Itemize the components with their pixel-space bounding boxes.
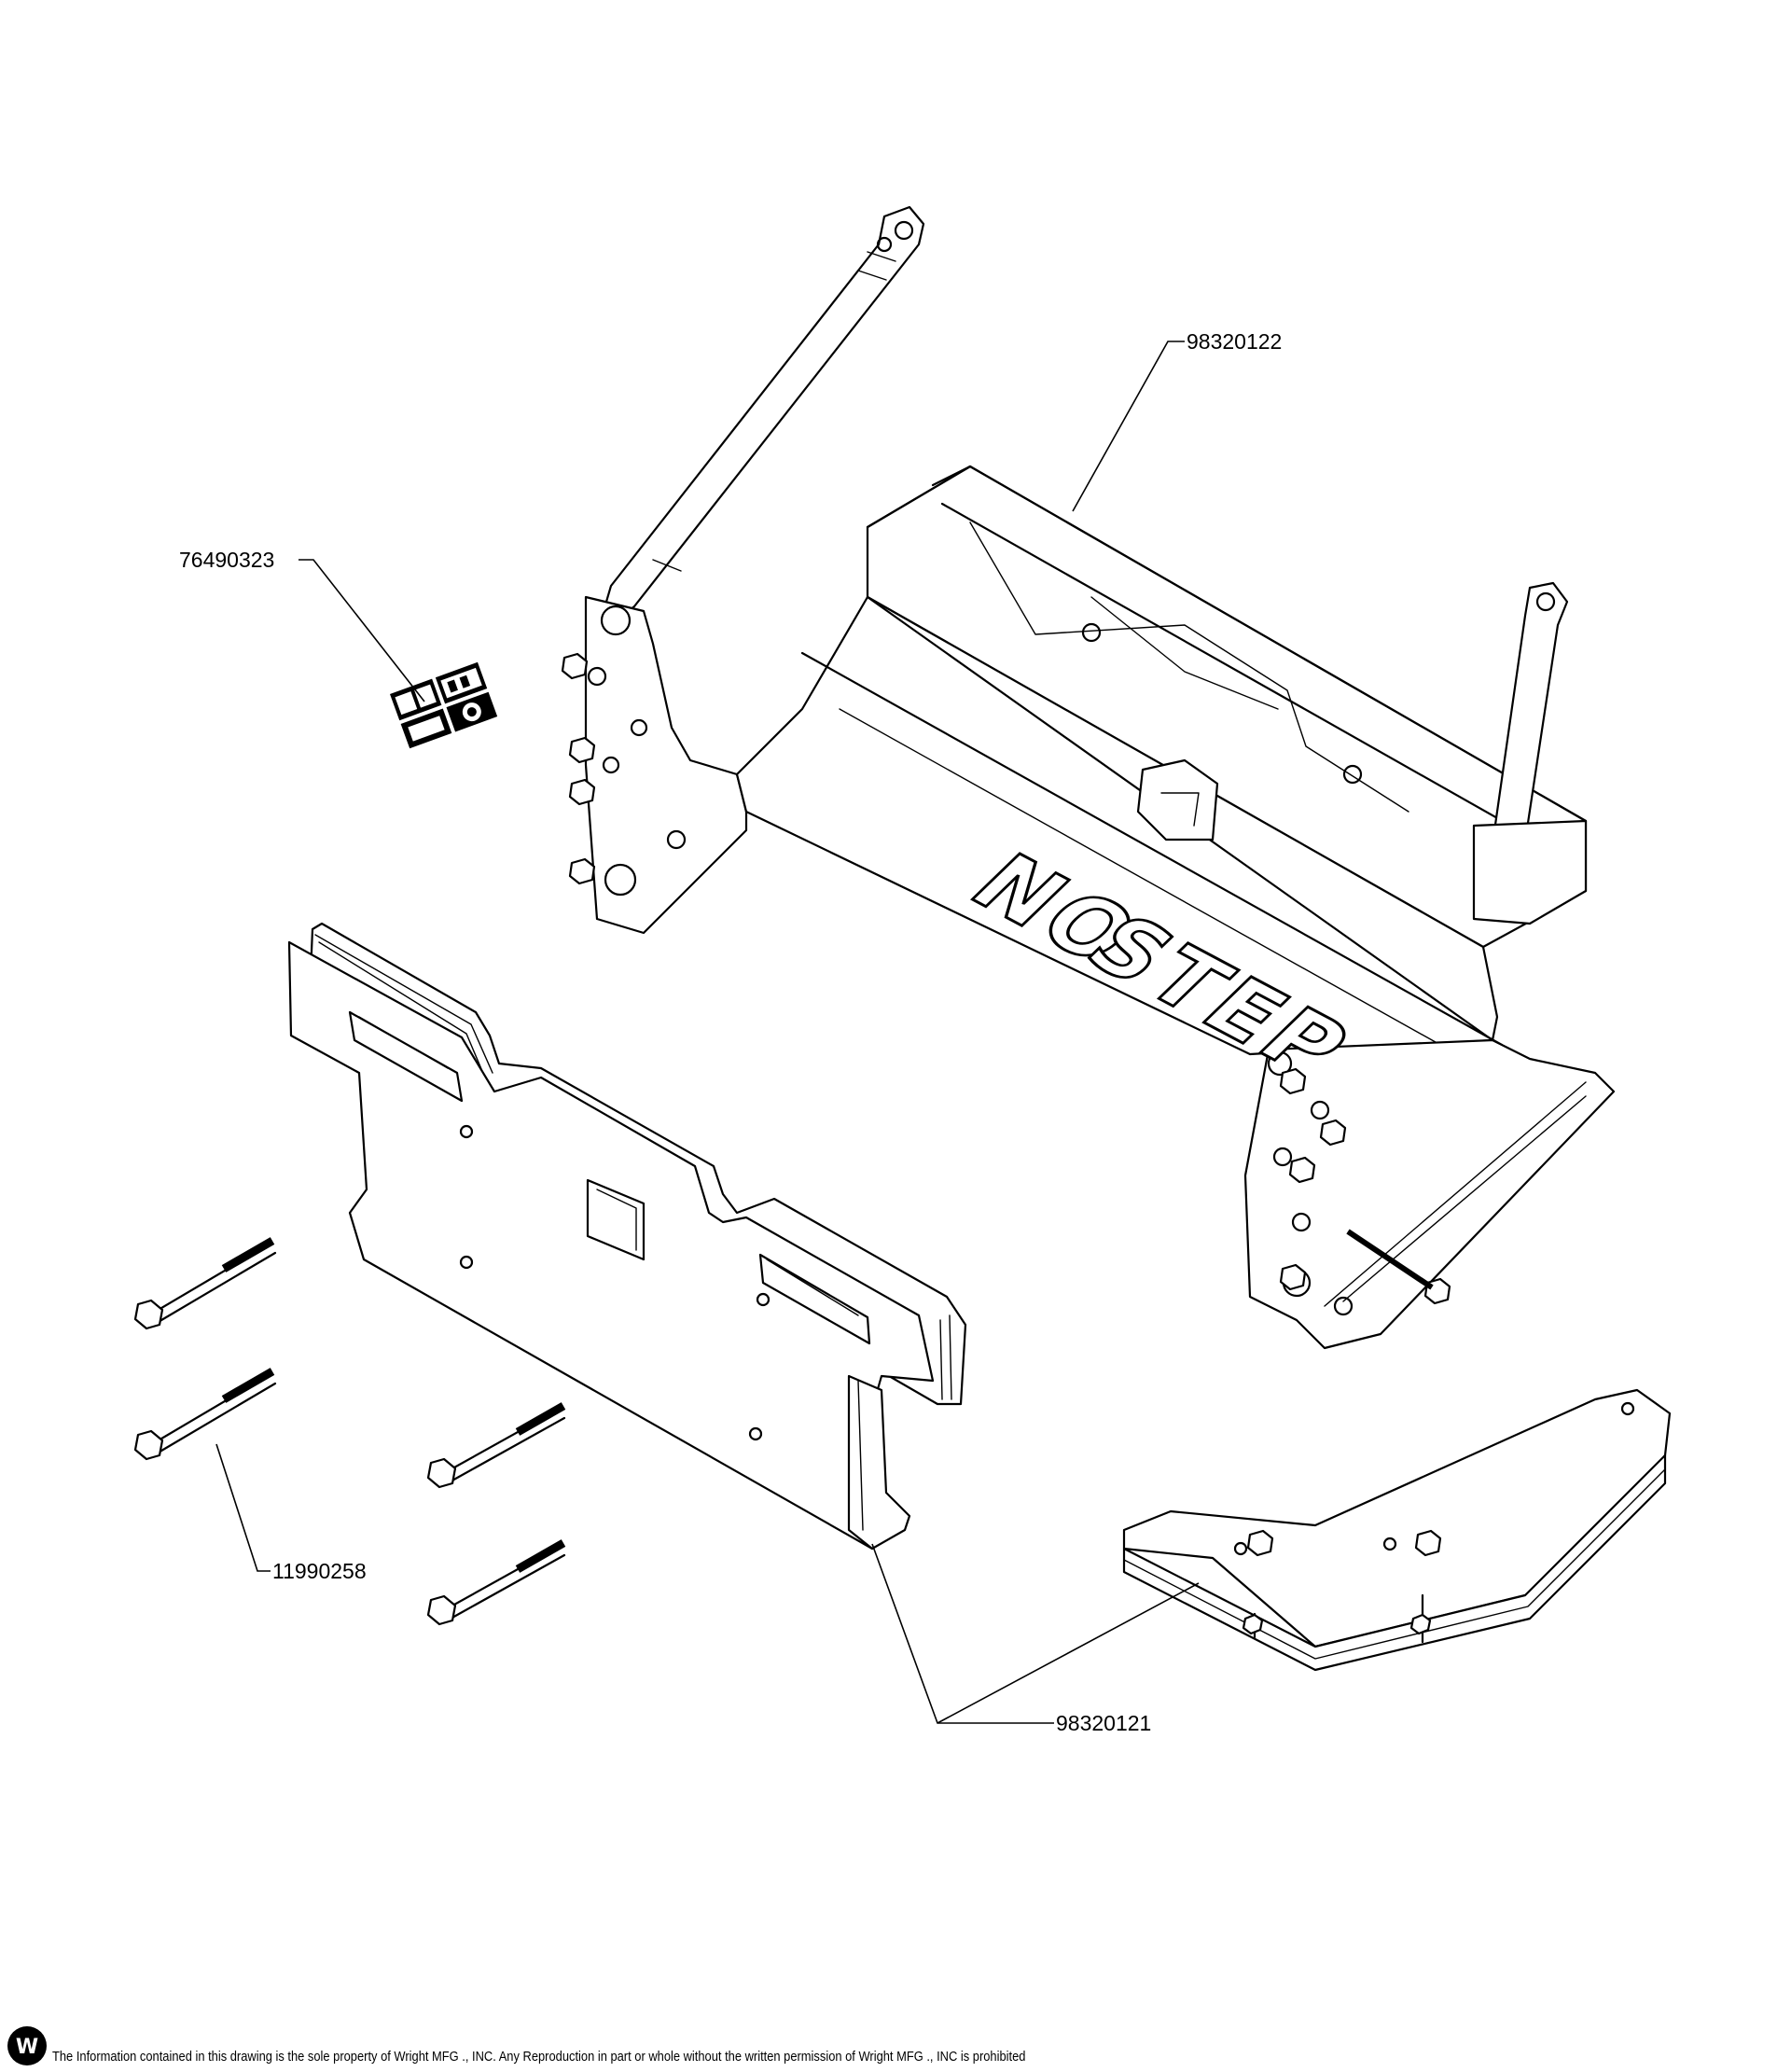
side-weight-plate (1122, 1388, 1672, 1672)
weight-bracket-frame: NO STEP (561, 205, 1616, 1350)
wright-logo: W (7, 2026, 47, 2065)
decal-sheet (390, 661, 498, 749)
callout-bolt-part-number: 11990258 (272, 1559, 367, 1583)
bolt-3 (426, 1402, 566, 1489)
callout-frame-part-number: 98320122 (1187, 329, 1282, 354)
callout-weights-part-number: 98320121 (1056, 1711, 1151, 1735)
bolt-4 (426, 1539, 566, 1626)
left-frame-nuts (561, 652, 596, 885)
hex-bolts (133, 1237, 566, 1626)
tie-rod (1346, 1229, 1434, 1290)
bolt-2 (133, 1368, 277, 1461)
bolt-1 (133, 1237, 277, 1330)
wright-logo-letter: W (16, 2036, 38, 2059)
front-weight-plate (287, 922, 967, 1551)
callout-decal-part-number: 76490323 (179, 548, 274, 572)
callout-leaders (215, 341, 1200, 1724)
proprietary-notice: The Information contained in this drawin… (52, 2049, 1026, 2065)
